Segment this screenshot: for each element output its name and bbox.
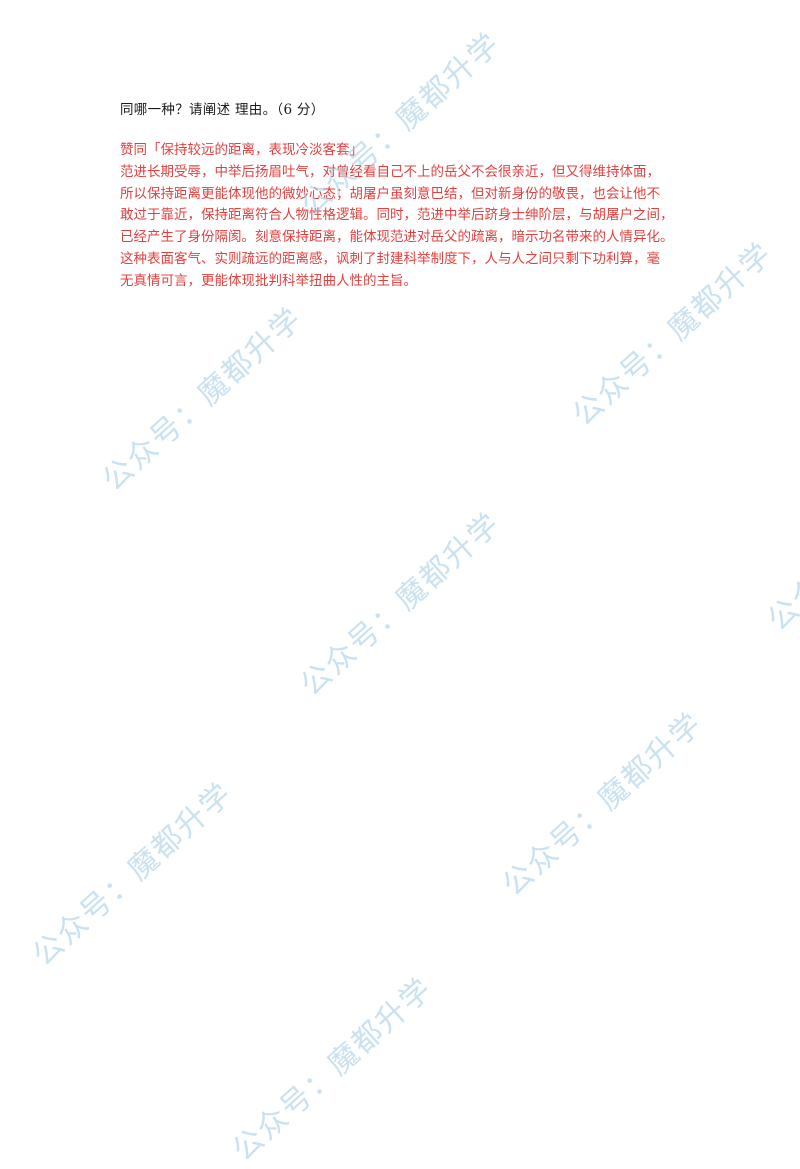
answer-block: 赞同「保持较远的距离，表现冷淡客套」 范进长期受辱，中举后扬眉吐气，对曾经看自己… xyxy=(120,140,695,293)
answer-line: 敢过于靠近，保持距离符合人物性格逻辑。同时，范进中举后跻身士绅阶层，与胡屠户之间… xyxy=(120,207,674,224)
watermark: 公众号：魔都升学 xyxy=(25,775,240,974)
answer-heading: 赞同「保持较远的距离，表现冷淡客套」 xyxy=(120,142,363,158)
answer-line: 所以保持距离更能体现他的微妙心态；胡屠户虽刻意巴结，但对新身份的敬畏，也会让他不 xyxy=(120,185,660,202)
answer-line: 已经产生了身份隔阂。刻意保持距离，能体现范进对岳父的疏离，暗示功名带来的人情异化… xyxy=(120,229,674,246)
answer-line: 无真情可言，更能体现批判科举扭曲人性的主旨。 xyxy=(120,272,417,289)
document-page: 同哪一种？请阐述 理由。（6 分） 赞同「保持较远的距离，表现冷淡客套」 范进长… xyxy=(0,26,800,1168)
watermark: 公众号：魔都升学 xyxy=(293,505,508,704)
watermark: 公众号：魔都升学 xyxy=(225,970,440,1169)
watermark: 公众号：魔都升学 xyxy=(0,435,10,634)
watermark: 公众号：魔都升学 xyxy=(760,440,800,639)
answer-line: 范进长期受辱，中举后扬眉吐气，对曾经看自己不上的岳父不会很亲近，但又得维持体面， xyxy=(120,163,660,180)
question-text: 同哪一种？请阐述 理由。（6 分） xyxy=(120,102,325,118)
watermark: 公众号：魔都升学 xyxy=(95,300,310,499)
watermark: 公众号：魔都升学 xyxy=(495,705,710,904)
answer-line: 这种表面客气、实则疏远的距离感，讽刺了封建科举制度下，人与人之间只剩下功利算，毫 xyxy=(120,250,660,267)
